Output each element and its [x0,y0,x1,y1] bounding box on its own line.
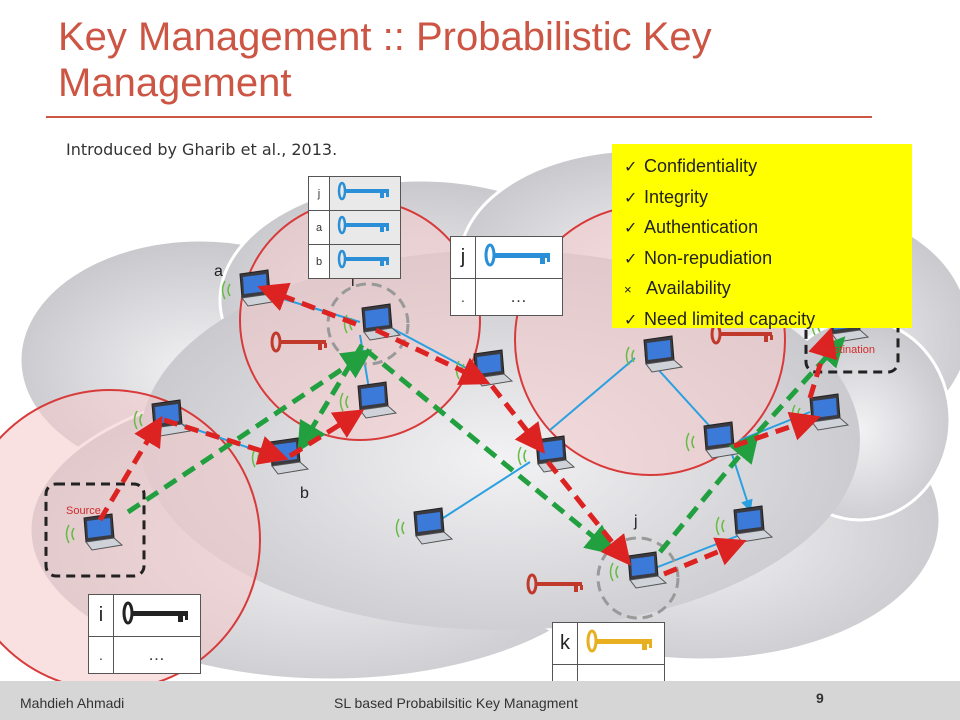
check-icon: ✓ [624,159,638,176]
node-label-j: j [633,513,638,530]
property-label: Need limited capacity [644,308,816,329]
check-icon: ✓ [624,189,638,207]
key-row-label: a [308,210,330,245]
key-icon [329,176,401,211]
key-table-node-i: j a b [308,176,401,279]
table-row: j [450,236,563,279]
green-path [126,336,846,556]
page-number: 9 [816,690,824,706]
ellipsis: … [113,636,201,674]
check-icon: ✓ [624,250,638,268]
table-row: . … [450,278,563,316]
table-row: b [308,244,401,279]
ellipsis: … [475,278,563,316]
table-row: j [308,176,401,211]
red-path [97,282,838,577]
check-icon: ✓ [624,220,638,237]
key-row-label: . [88,636,114,674]
key-row-label: i [88,594,114,637]
key-table-node-j: j . … [450,236,563,316]
key-row-label: j [450,236,476,279]
title-underline [46,116,872,118]
table-row: . … [88,636,201,674]
key-icon [329,210,401,245]
property-item: ✓ Non-repudiation [624,244,912,275]
check-icon: ✓ [624,311,638,329]
key-icon [577,622,665,665]
key-icon [113,594,201,637]
footer-bar [0,681,960,720]
property-item: ✓ Integrity [624,183,912,214]
node-label-a: a [214,263,223,280]
key-row-label: j [308,176,330,211]
property-item: × Availability [624,274,912,305]
key-row-label: . [450,278,476,316]
source-label: Source [66,505,101,517]
node-label-i: i [351,273,355,290]
property-item: ✓ Need limited capacity [624,305,912,336]
property-label: Non-repudiation [644,247,773,268]
slide-title: Key Management :: Probabilistic Key Mana… [58,15,712,105]
cross-icon: × [624,282,632,297]
table-row: k [552,622,665,665]
property-label: Authentication [644,217,759,237]
footer-author: Mahdieh Ahmadi [20,695,125,711]
key-row-label: b [308,244,330,279]
property-label: Confidentiality [644,156,758,176]
security-properties-box: ✓ Confidentiality ✓ Integrity ✓ Authenticat… [612,144,912,329]
property-item: ✓ Authentication [624,213,912,244]
key-icons [270,323,773,595]
table-row: i [88,594,201,637]
key-table-source: i . … [88,594,201,674]
property-label: Integrity [644,186,709,207]
footer-title: SL based Probabilsitic Key Managment [334,695,578,711]
property-item: ✓ Confidentiality [624,152,912,183]
destination-label: Destination [820,344,875,356]
key-icon [475,236,563,279]
slide-subtitle: Introduced by Gharib et al., 2013. [66,140,338,159]
table-row: a [308,210,401,245]
node-label-b: b [300,485,309,502]
key-row-label: k [552,622,578,665]
property-label: Availability [646,278,731,298]
key-icon [329,244,401,279]
